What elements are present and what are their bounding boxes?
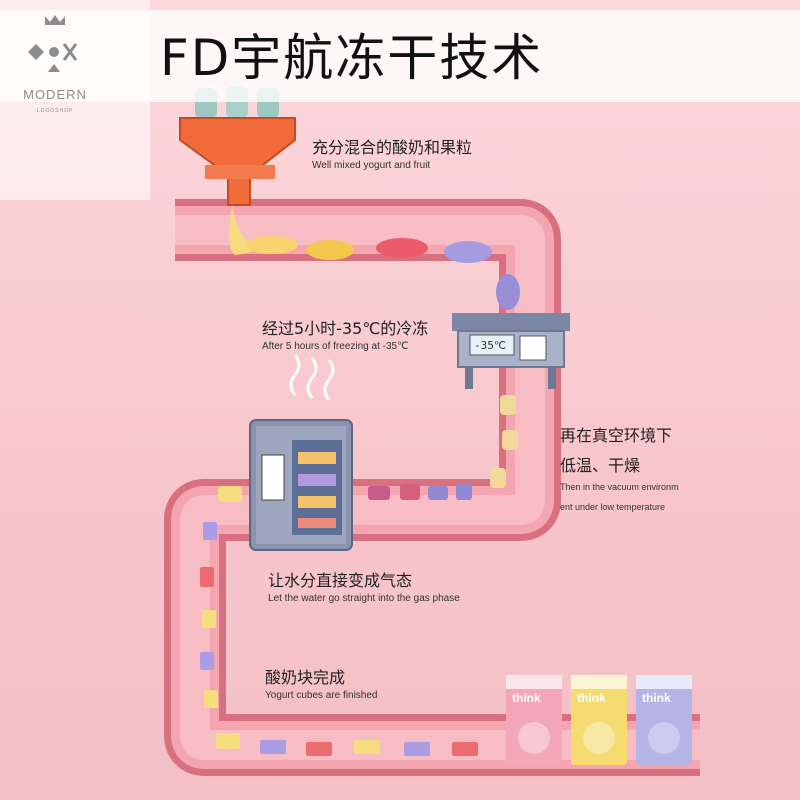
step-5-zh: 酸奶块完成 [265, 668, 346, 687]
step-3-caption: 再在真空环境下 低温、干燥 Then in the vacuum environ… [560, 425, 679, 517]
yogurt-blobs-top [246, 236, 520, 310]
freezer-machine: -35℃ [452, 313, 570, 389]
step-4-en: Let the water go straight into the gas p… [268, 593, 460, 604]
logo-mark-icon [28, 15, 78, 72]
step-2-en: After 5 hours of freezing at -35℃ [262, 341, 409, 352]
logo-wordmark: MODERN [23, 87, 87, 102]
step-1-zh: 充分混合的酸奶和果粒 [312, 138, 473, 157]
step-4-zh: 让水分直接变成气态 [268, 571, 413, 590]
product-package-3: think [636, 675, 692, 765]
step-5-caption: 酸奶块完成 Yogurt cubes are finished [265, 667, 378, 703]
step-3-en-1: Then in the vacuum environm [560, 482, 679, 492]
step-3-zh-1: 再在真空环境下 [560, 426, 673, 445]
product-package-1: think [506, 675, 562, 765]
step-3-en-2: ent under low temperature [560, 502, 666, 512]
step-5-en: Yogurt cubes are finished [265, 690, 378, 701]
frozen-pieces-right [490, 395, 518, 488]
page-title: FD宇航冻干技术 [160, 29, 544, 87]
step-2-caption: 经过5小时-35℃的冷冻 After 5 hours of freezing a… [262, 318, 428, 354]
product-package-2: think [571, 675, 627, 765]
conveyor-belt [164, 199, 700, 776]
logo-box [0, 0, 150, 200]
logo-subtitle: LOGOSHOP [36, 108, 74, 114]
step-2-zh: 经过5小时-35℃的冷冻 [262, 319, 429, 338]
step-3-zh-2: 低温、干燥 [560, 456, 641, 475]
vacuum-dryer [249, 354, 353, 551]
product-brand-1: think [512, 691, 541, 705]
step-4-caption: 让水分直接变成气态 Let the water go straight into… [268, 570, 460, 606]
product-brand-2: think [577, 691, 606, 705]
freezer-display: -35℃ [474, 339, 506, 352]
step-1-caption: 充分混合的酸奶和果粒 Well mixed yogurt and fruit [312, 137, 472, 173]
cubes-left [200, 522, 240, 749]
cubes-middle [218, 484, 472, 502]
cubes-bottom [260, 740, 478, 756]
product-brand-3: think [642, 691, 671, 705]
step-1-en: Well mixed yogurt and fruit [312, 160, 431, 171]
